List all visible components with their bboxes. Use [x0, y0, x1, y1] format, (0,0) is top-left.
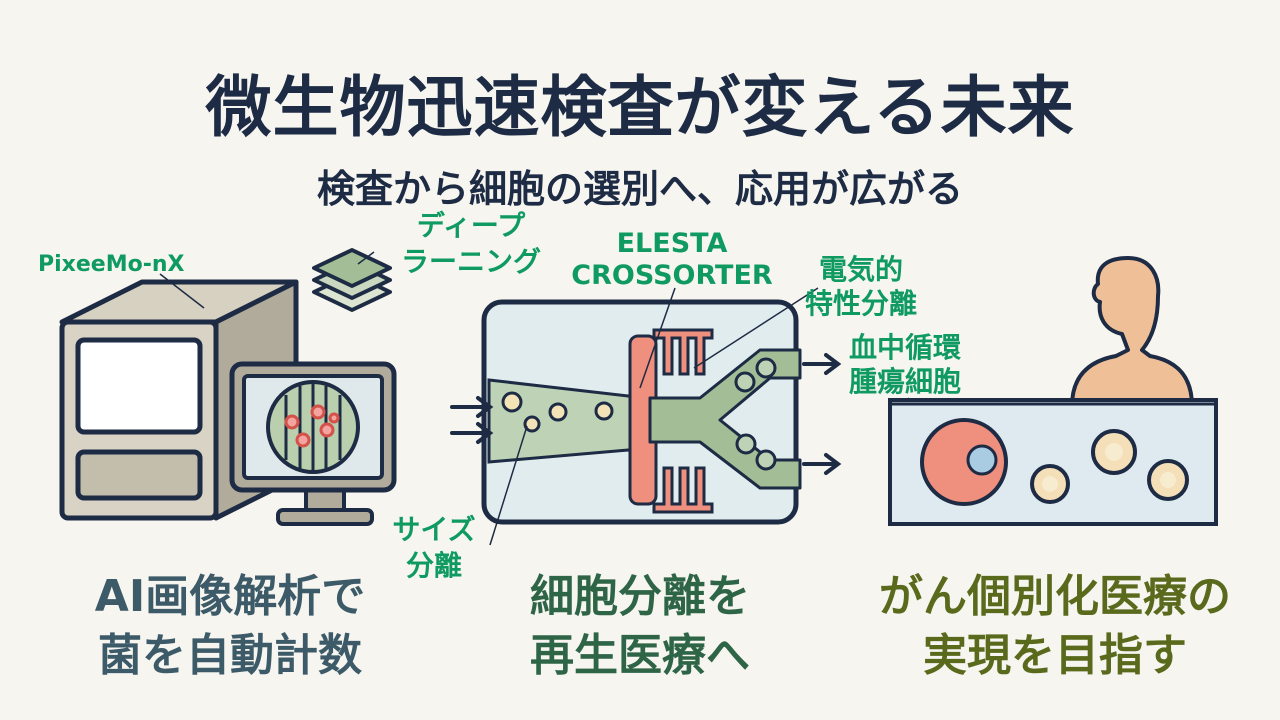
leader-line	[357, 251, 375, 265]
label-deep-learning-2: ラーニング	[400, 245, 541, 278]
microfluidic-chip-icon	[481, 299, 802, 525]
page-subtitle: 検査から細胞の選別へ、応用が広がる	[316, 167, 963, 211]
caption-right-line2: 実現を目指す	[923, 629, 1187, 681]
label-elesta-2: CROSSORTER	[571, 260, 773, 291]
page-title: 微生物迅速検査が変える未来	[205, 69, 1075, 146]
tumor-cell-icon	[920, 418, 1008, 506]
caption-left: AI画像解析で 菌を自動計数	[40, 568, 420, 685]
label-ctc-1: 血中循環	[848, 331, 961, 364]
label-electric-2: 特性分離	[804, 287, 917, 320]
caption-middle-line2: 再生医療へ	[530, 629, 750, 681]
label-elesta-1: ELESTA	[616, 228, 728, 259]
arrow-icon	[450, 353, 842, 475]
caption-right-line1: がん個別化医療の	[879, 571, 1231, 622]
caption-middle-line1: 細胞分離を	[530, 571, 750, 622]
label-size-1: サイズ	[392, 513, 476, 546]
caption-right: がん個別化医療の 実現を目指す	[850, 568, 1260, 685]
caption-middle: 細胞分離を 再生医療へ	[460, 568, 820, 685]
leader-line	[159, 273, 205, 309]
caption-left-line2: 菌を自動計数	[98, 629, 362, 681]
label-ctc-2: 腫瘍細胞	[848, 365, 961, 398]
layers-icon	[312, 248, 392, 312]
blood-cells	[1030, 429, 1189, 504]
monitor-icon	[229, 361, 397, 526]
label-pixeemo: PixeeMo-nX	[38, 252, 185, 277]
caption-left-line1: AI画像解析で	[94, 571, 366, 622]
label-size-2: 分離	[405, 549, 462, 582]
label-electric-1: 電気的	[818, 253, 903, 286]
label-deep-learning-1: ディープ	[416, 209, 526, 242]
person-icon	[1070, 256, 1194, 408]
